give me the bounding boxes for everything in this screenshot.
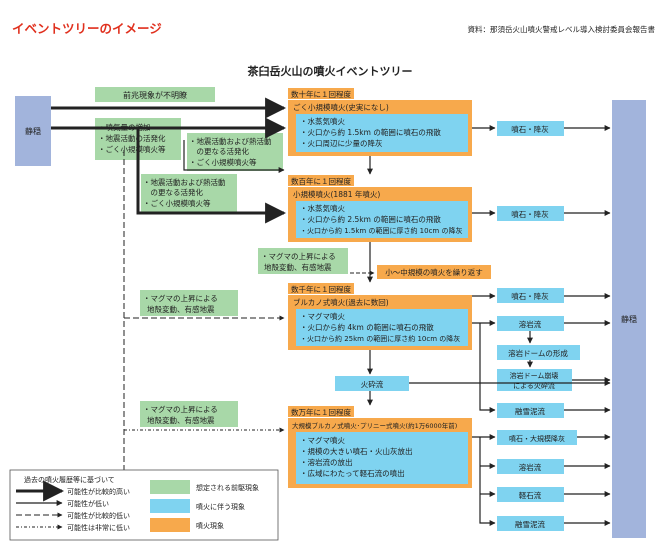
repeat-note-box	[377, 265, 491, 279]
flow-lines	[51, 97, 611, 526]
magma-1-line-1: ・マグマの上昇による	[261, 251, 336, 261]
eruption-1-frequency-box	[288, 88, 354, 99]
precursor-2-line-1: ・地震活動および熱活動	[189, 136, 272, 146]
end-node: 静穏	[621, 314, 637, 324]
eruption-2-details-box	[296, 201, 468, 238]
magma-3-line-2: 地殻変動、有感地震	[147, 415, 215, 425]
eruption-4-frequency: 数万年に１回程度	[291, 407, 351, 417]
phenomenon-ash-1-box	[497, 121, 564, 136]
pyroclastic-flow: 火砕流	[361, 379, 384, 389]
eruption-2-frequency: 数百年に１回程度	[291, 176, 351, 186]
pyroclastic-flow-box	[335, 376, 409, 391]
eruption-2-frequency-box	[288, 175, 354, 186]
phenomenon-ash-2-box	[497, 206, 564, 221]
eruption-1-frequency: 数十年に１回程度	[291, 89, 351, 99]
phenomenon-lahar-4: 融雪泥流	[515, 519, 545, 529]
precursor-2-line-3: ・ごく小規模噴火等	[189, 157, 257, 167]
legend-swatch-eruption	[150, 518, 190, 532]
phenomenon-large-ash: 噴石・大規模降灰	[509, 434, 565, 443]
phenomenon-ash-2: 噴石・降灰	[511, 209, 549, 219]
eruption-1-detail-3: ・火口周辺に少量の降灰	[300, 138, 383, 148]
legend-color-item-1: 想定される前駆現象	[196, 483, 259, 492]
end-node-box	[612, 100, 646, 538]
eruption-1-name: ごく小規模噴火(史実になし)	[293, 102, 389, 112]
precursor-2-line-2: の更なる活発化	[189, 146, 249, 156]
unclear-precursor-box	[95, 87, 215, 102]
eruption-4-detail-3: ・溶岩流の放出	[300, 457, 353, 467]
precursor-box-3	[141, 174, 237, 212]
eruption-1-detail-2: ・火口から約 1.5km の範囲に噴石の飛散	[300, 127, 441, 137]
eruption-3-detail-1: ・マグマ噴火	[300, 311, 345, 321]
eruption-4-detail-2: ・規模の大きい噴石・火山灰放出	[300, 446, 413, 456]
legend-line-item-1: 可能性が比較的高い	[67, 487, 130, 496]
eruption-3-details-box	[296, 309, 468, 346]
eruption-3-detail-2: ・火口から約 4km の範囲に噴石の飛散	[300, 322, 434, 332]
source-note: 資料：那須岳火山噴火警戒レベル導入検討委員会報告書	[468, 24, 656, 34]
eruption-4-details-box	[296, 432, 468, 484]
phenomenon-dome-collapse-box	[497, 369, 572, 391]
magma-box-1	[258, 248, 348, 274]
precursor-box-2	[187, 133, 283, 171]
eruption-3-detail-3: ・火口から約 25km の範囲に厚さ約 10cm の降灰	[300, 334, 460, 343]
phenomenon-dome-collapse-line-2: による火砕流	[513, 381, 555, 390]
diagram-title: 茶臼岳火山の噴火イベントツリー	[247, 64, 413, 78]
eruption-4-detail-1: ・マグマ噴火	[300, 435, 345, 445]
magma-2-line-1: ・マグマの上昇による	[143, 293, 218, 303]
magma-1-line-2: 地殻変動、有感地震	[264, 262, 332, 272]
legend-swatch-precursor	[150, 480, 190, 494]
phenomenon-ash-1: 噴石・降灰	[511, 124, 549, 134]
phenomenon-dome-collapse-line-1: 溶岩ドーム崩壊	[510, 371, 559, 380]
unclear-precursor-label: 前兆現象が不明瞭	[123, 90, 187, 100]
phenomenon-ash-3-box	[497, 288, 564, 303]
precursor-3-line-2: の更なる活発化	[143, 187, 203, 197]
phenomenon-lahar-3: 融雪泥流	[515, 406, 545, 416]
repeat-note: 小〜中規模の噴火を繰り返す	[385, 267, 483, 277]
precursor-1-line-3: ・ごく小規模噴火等	[98, 144, 166, 154]
phenomenon-lava-3: 溶岩流	[519, 319, 542, 329]
phenomenon-ash-3: 噴石・降灰	[511, 291, 549, 301]
precursor-3-line-3: ・ごく小規模噴火等	[143, 198, 211, 208]
eruption-3-name: ブルカノ式噴火(過去に数回)	[293, 297, 389, 307]
legend-line-item-3: 可能性が比較的低い	[67, 511, 130, 520]
legend-color-item-2: 噴火に伴う現象	[196, 502, 245, 511]
phenomenon-lahar-4-box	[497, 516, 564, 531]
magma-3-line-1: ・マグマの上昇による	[143, 404, 218, 414]
phenomenon-large-ash-box	[497, 430, 577, 445]
phenomenon-pumice: 軽石流	[519, 490, 542, 500]
eruption-2-detail-1: ・水蒸気噴火	[300, 203, 345, 213]
eruption-1-details-box	[296, 114, 468, 152]
eruption-4-name: 大規模ブルカノ式噴火･プリニー式噴火(約1万6000年前)	[292, 421, 457, 430]
magma-2-line-2: 地殻変動、有感地震	[147, 304, 215, 314]
phenomenon-lava-4-box	[497, 459, 564, 474]
legend-swatch-associated	[150, 499, 190, 513]
phenomenon-dome: 溶岩ドームの形成	[508, 348, 568, 358]
phenomenon-dome-box	[497, 345, 580, 360]
eruption-2-detail-2: ・火口から約 2.5km の範囲に噴石の飛散	[300, 214, 441, 224]
phenomenon-lava-3-box	[497, 316, 564, 331]
eruption-2-detail-3: ・火口から約 1.5km の範囲に厚さ約 10cm の降灰	[300, 226, 462, 235]
eruption-3-frequency: 数千年に１回程度	[291, 284, 351, 294]
eruption-4-frequency-box	[288, 406, 354, 417]
precursor-1-line-2: ・地震活動の活発化	[98, 133, 166, 143]
legend-line-item-4: 可能性は非常に低い	[67, 523, 130, 532]
legend-line-item-2: 可能性が低い	[67, 499, 109, 508]
image-title: イベントツリーのイメージ	[12, 21, 162, 36]
phenomenon-lahar-3-box	[497, 403, 564, 418]
start-node: 静穏	[25, 126, 41, 136]
legend-title: 過去の噴火履歴等に基づいて	[24, 475, 115, 484]
eruption-2-name: 小規模噴火(1881 年噴火)	[293, 189, 380, 199]
legend-color-item-3: 噴火現象	[196, 521, 224, 530]
phenomenon-pumice-box	[497, 487, 564, 502]
start-node-box	[15, 96, 51, 166]
phenomenon-lava-4: 溶岩流	[519, 462, 542, 472]
eruption-4-detail-4: ・広域にわたって軽石流の噴出	[300, 468, 405, 478]
magma-box-2	[140, 290, 238, 316]
eruption-1-detail-1: ・水蒸気噴火	[300, 116, 345, 126]
precursor-3-line-1: ・地震活動および熱活動	[143, 177, 226, 187]
magma-box-3	[140, 401, 238, 427]
eruption-3-frequency-box	[288, 283, 354, 294]
